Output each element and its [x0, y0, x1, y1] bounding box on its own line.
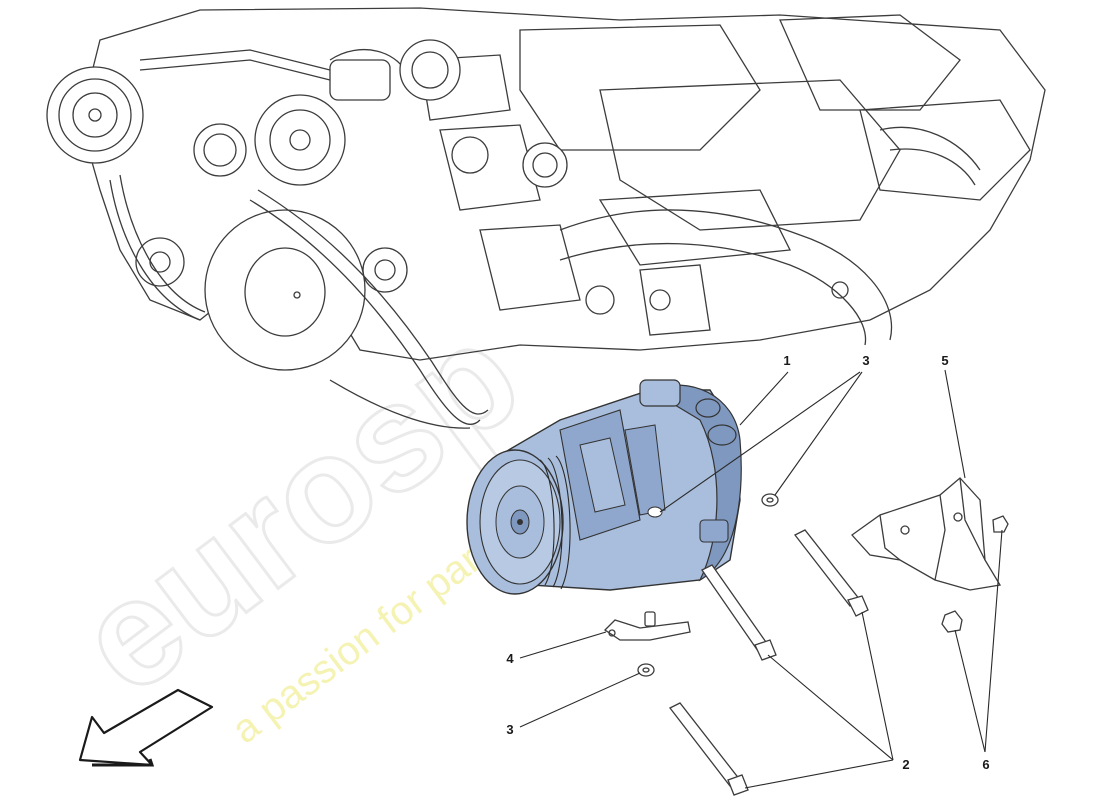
- washers: [637, 493, 779, 677]
- direction-arrow-icon: [78, 688, 214, 767]
- callout-3-upper: 3: [862, 353, 869, 368]
- callout-4: 4: [506, 651, 514, 666]
- bolts: [669, 529, 869, 796]
- ac-compressor: [466, 379, 742, 595]
- leader-lines: [519, 369, 1003, 789]
- callout-1: 1: [783, 353, 790, 368]
- callout-6: 6: [982, 757, 989, 772]
- callout-5: 5: [941, 353, 948, 368]
- callout-3-lower: 3: [506, 722, 513, 737]
- callout-2: 2: [902, 757, 909, 772]
- small-bracket: [603, 611, 691, 641]
- callout-labels: 1 2 3 3 4 5 6: [506, 353, 989, 772]
- engine-assembly: [46, 7, 1046, 429]
- mounting-bracket: [851, 477, 1009, 633]
